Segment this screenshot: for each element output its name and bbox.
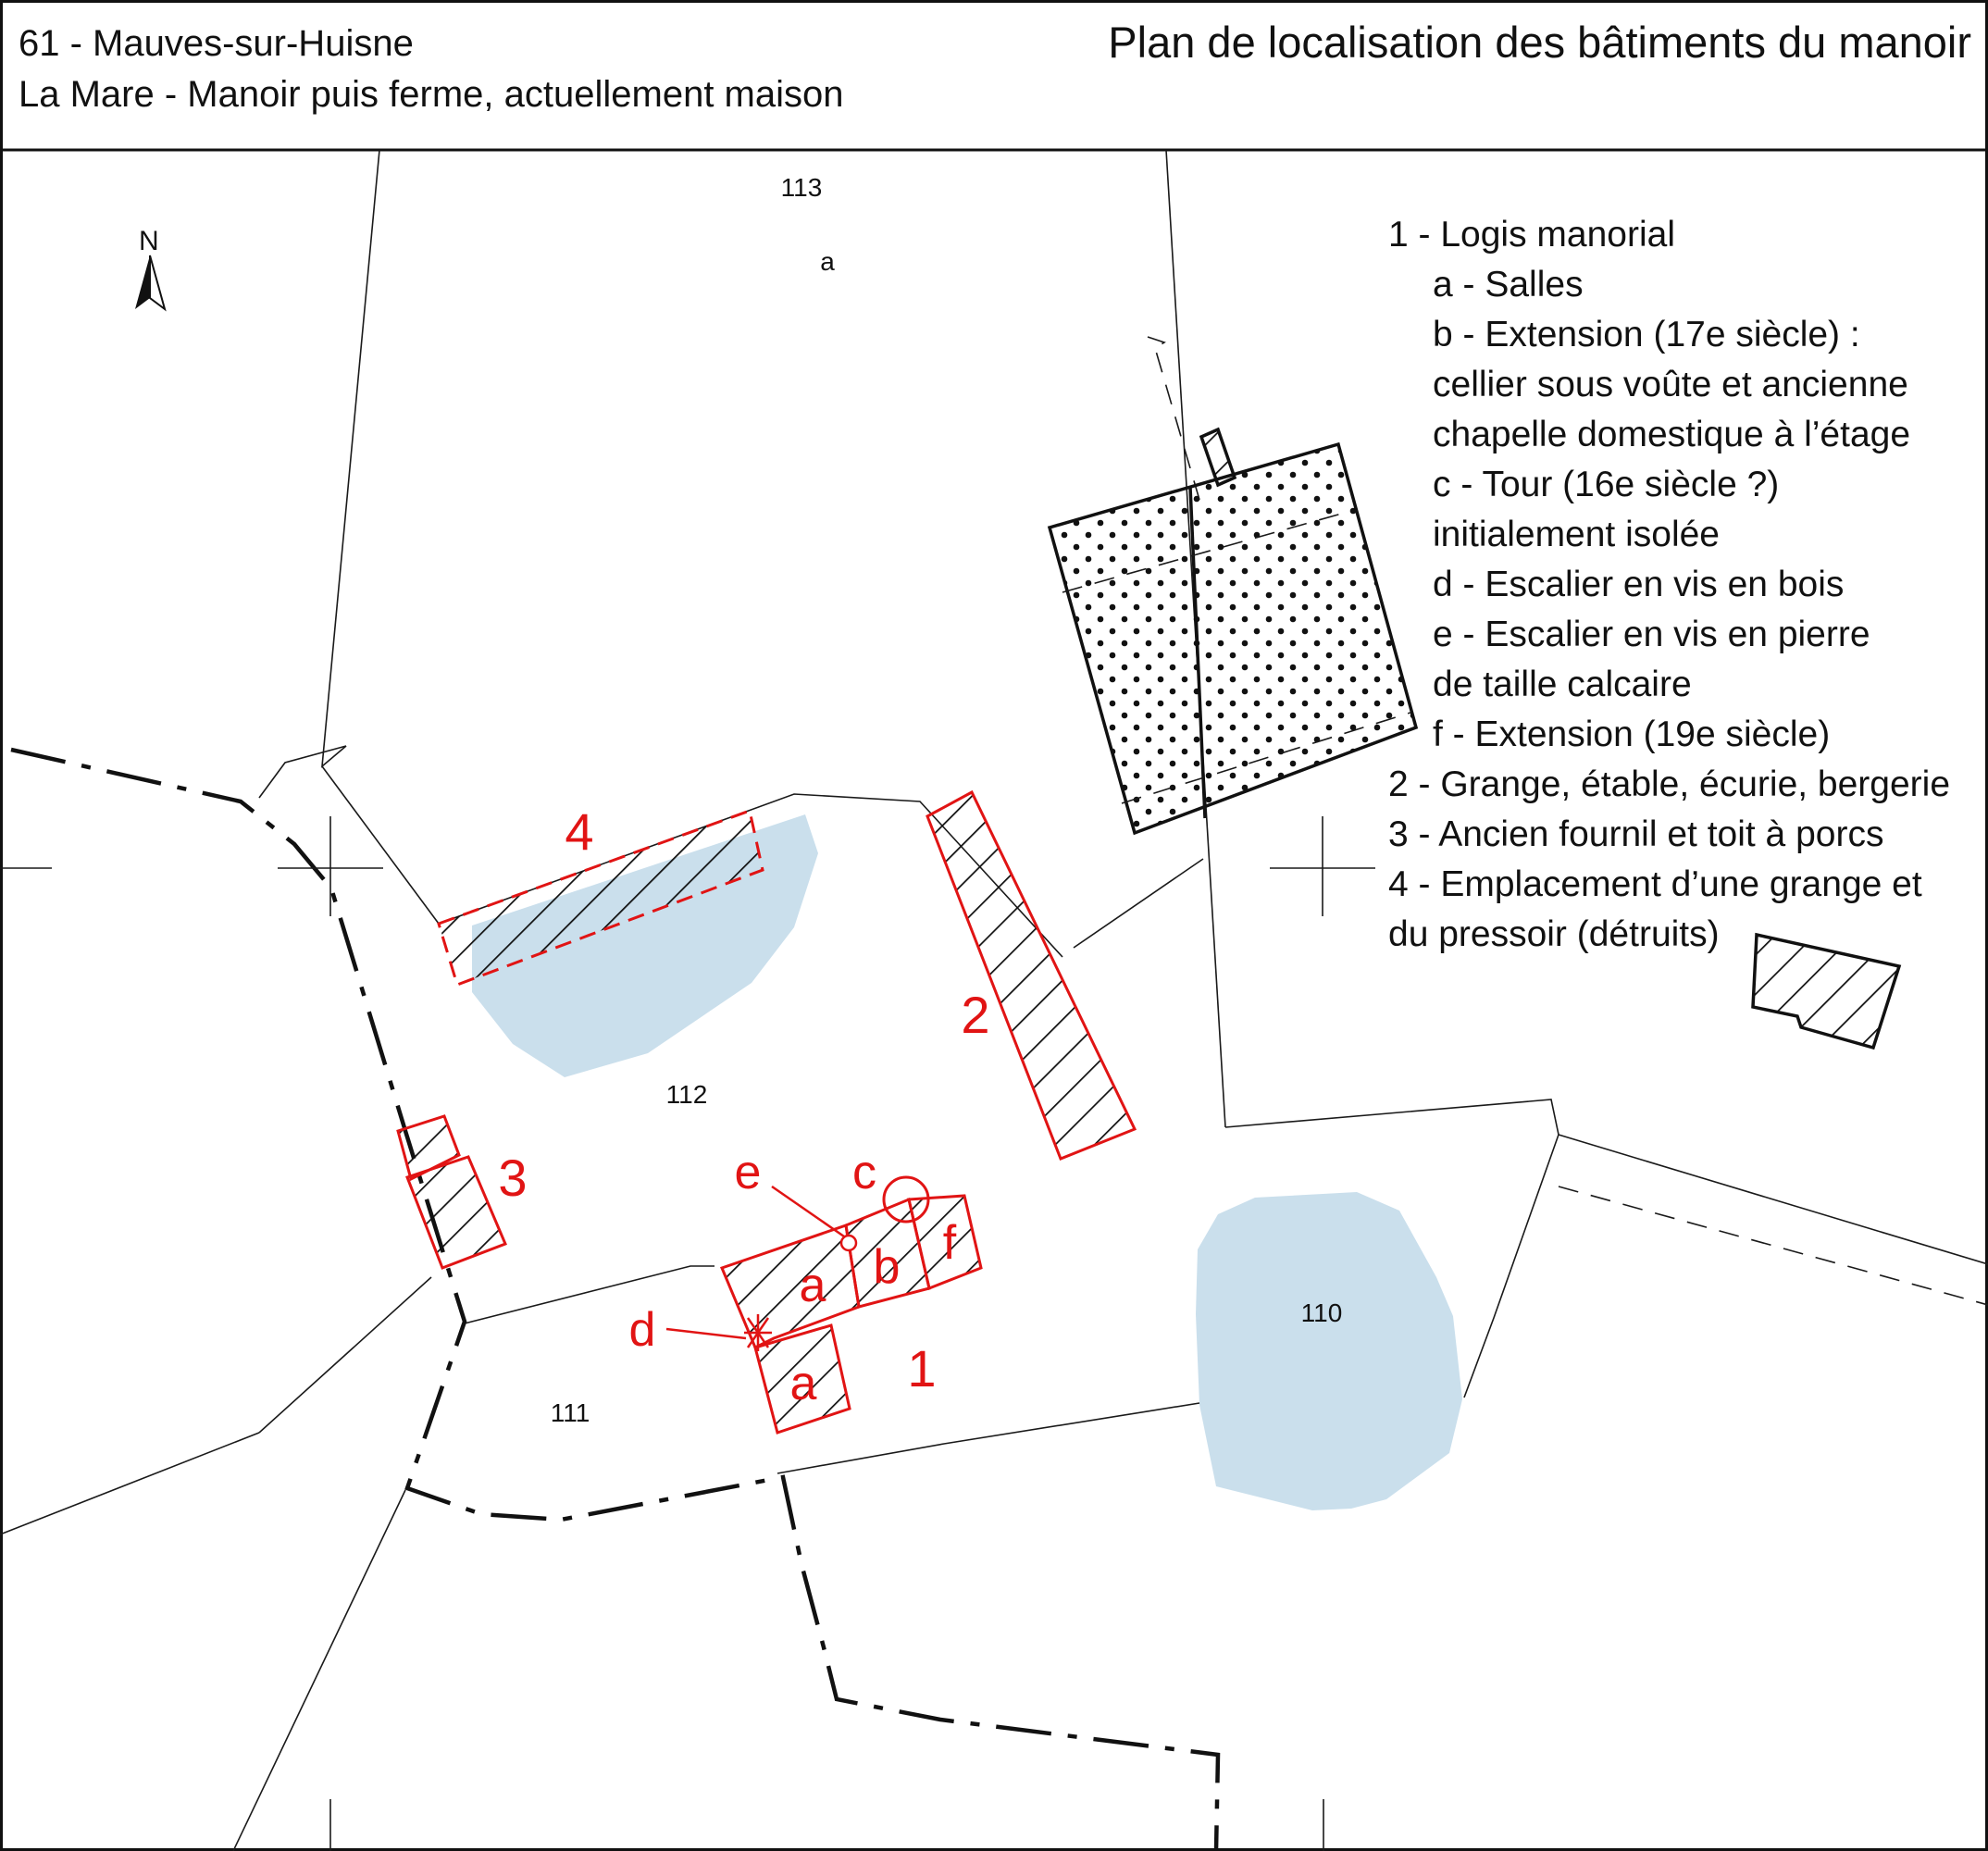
tower-c-label: c xyxy=(852,1146,876,1199)
stair-d-symbol xyxy=(744,1314,772,1351)
building-1-manor-house xyxy=(665,1175,983,1435)
room-a-south-label: a xyxy=(790,1357,817,1410)
parcel-113-sub-label: a xyxy=(820,247,835,276)
north-arrow: N xyxy=(135,226,167,312)
legend-line-2: a - Salles xyxy=(1433,265,1584,304)
room-f-extension xyxy=(907,1194,983,1291)
building-1-label: 1 xyxy=(907,1339,936,1398)
parcel-110-label: 110 xyxy=(1301,1298,1343,1327)
dashed-lines xyxy=(1147,336,1988,1306)
building-4-label: 4 xyxy=(565,802,593,861)
building-dotted xyxy=(1047,427,1419,836)
legend-line-11: f - Extension (19e siècle) xyxy=(1433,714,1830,754)
room-a-main-label: a xyxy=(800,1259,826,1312)
legend-line-10: de taille calcaire xyxy=(1433,665,1692,704)
legend: 1 - Logis manorial a - Salles b - Extens… xyxy=(1388,215,1950,954)
map-reference-crosses xyxy=(0,816,1375,1851)
legend-line-7: initialement isolée xyxy=(1433,515,1720,554)
legend-line-4: cellier sous voûte et ancienne xyxy=(1433,365,1908,404)
stair-e-circle xyxy=(839,1234,858,1252)
building-2-label: 2 xyxy=(961,986,989,1044)
parcel-112-label: 112 xyxy=(666,1080,708,1109)
parcel-111-label: 111 xyxy=(551,1398,590,1427)
building-3-bakehouse xyxy=(396,1114,507,1270)
legend-line-5: chapelle domestique à l’étage xyxy=(1433,415,1910,454)
leader-d xyxy=(665,1327,747,1340)
room-a-south xyxy=(753,1323,851,1435)
stair-e-label: e xyxy=(735,1146,762,1199)
legend-line-3: b - Extension (17e siècle) : xyxy=(1433,315,1860,354)
legend-line-9: e - Escalier en vis en pierre xyxy=(1433,615,1870,654)
stair-d-label: d xyxy=(629,1303,656,1357)
legend-line-6: c - Tour (16e siècle ?) xyxy=(1433,465,1779,504)
tower-c-circle xyxy=(882,1175,930,1224)
building-4-destroyed xyxy=(437,809,764,987)
pond-110 xyxy=(1196,1192,1462,1510)
room-b-label: b xyxy=(874,1240,901,1294)
site-subtitle: La Mare - Manoir puis ferme, actuellemen… xyxy=(19,74,843,115)
north-arrow-label: N xyxy=(139,226,159,256)
building-3-label: 3 xyxy=(498,1149,527,1207)
legend-line-12: 2 - Grange, étable, écurie, bergerie xyxy=(1388,764,1950,804)
leader-e xyxy=(771,1185,845,1238)
parcel-113-label: 113 xyxy=(781,173,823,202)
building-2-barn xyxy=(926,789,1137,1161)
room-f-label: f xyxy=(943,1216,957,1270)
map-title: Plan de localisation des bâtiments du ma… xyxy=(1108,18,1971,67)
room-a-main xyxy=(719,1224,861,1350)
legend-line-15: du pressoir (détruits) xyxy=(1388,914,1720,954)
legend-line-1: 1 - Logis manorial xyxy=(1388,215,1675,255)
legend-line-13: 3 - Ancien fournil et toit à porcs xyxy=(1388,814,1883,854)
building-east-hatched xyxy=(1751,932,1902,1050)
legend-line-14: 4 - Emplacement d’une grange et xyxy=(1388,864,1922,904)
parcel-lines xyxy=(0,149,1988,1851)
commune-boundary xyxy=(10,747,1221,1851)
commune-label: 61 - Mauves-sur-Huisne xyxy=(19,23,414,64)
legend-line-8: d - Escalier en vis en bois xyxy=(1433,565,1844,604)
